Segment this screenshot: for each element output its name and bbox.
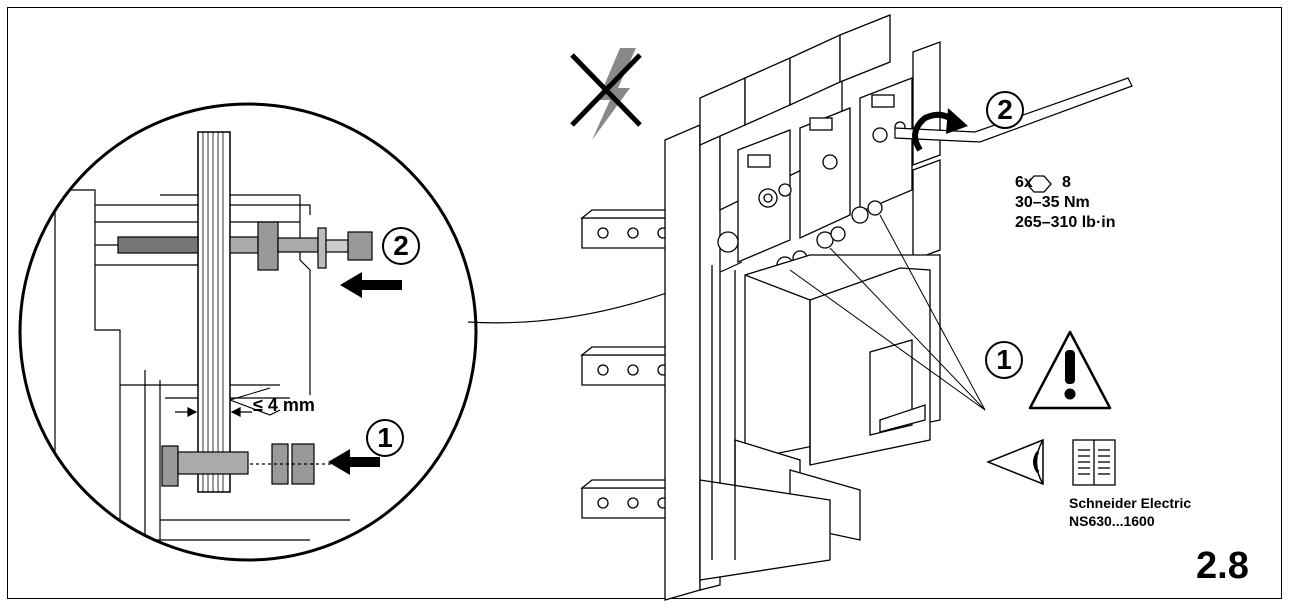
step-2-marker-zoom: 2: [382, 227, 420, 265]
gap-label: ≤ 4 mm: [253, 395, 315, 415]
manual-book-icon: [1072, 439, 1116, 486]
figure-number: 2.8: [1196, 545, 1249, 587]
figure-frame: [7, 7, 1282, 599]
push-arrow-icon: [328, 449, 380, 475]
warning-icon: [1028, 330, 1112, 410]
torque-hex-size: 8: [1062, 174, 1071, 191]
torque-nm: 30–35 Nm: [1015, 194, 1090, 211]
detail-zoom-circle: [18, 102, 478, 562]
push-arrow-icon: [340, 272, 402, 298]
step-2-marker-assembly: 2: [986, 91, 1024, 129]
torque-lbin: 265–310 lb·in: [1015, 214, 1116, 231]
hex-key-tool: [894, 77, 1133, 143]
reference-brand: Schneider Electric: [1069, 495, 1192, 511]
reference-model: NS630...1600: [1069, 513, 1155, 529]
step-1-marker-zoom: 1: [366, 419, 404, 457]
eye-icon: [985, 438, 1044, 486]
step-1-marker-assembly: 1: [985, 341, 1023, 379]
torque-count: 6x: [1015, 174, 1033, 191]
breaker-assembly: [580, 14, 986, 601]
rotation-arrow-icon: [912, 108, 968, 152]
hex-socket-icon: [1026, 175, 1052, 193]
no-voltage-icon: [570, 48, 642, 140]
